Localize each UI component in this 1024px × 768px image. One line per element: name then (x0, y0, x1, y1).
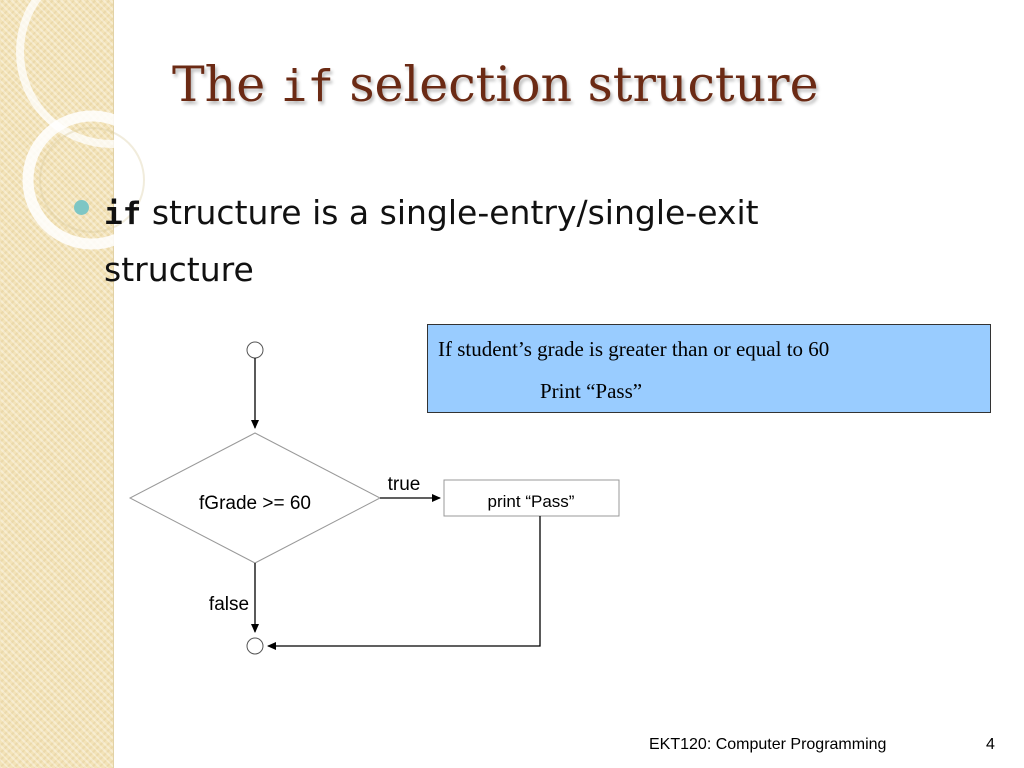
pseudocode-box: If student’s grade is greater than or eq… (427, 324, 991, 413)
strip-divider (113, 0, 114, 768)
title-part-2: selection structure (333, 56, 819, 113)
decorative-rings (16, 0, 208, 250)
bullet-code: if (104, 196, 142, 232)
ring-small (22, 110, 162, 250)
merge-arrow (267, 516, 541, 650)
title-part-1: The (172, 56, 281, 113)
bullet-dot (74, 200, 89, 215)
action-label: print “Pass” (488, 492, 575, 511)
ring-large (16, 0, 208, 148)
false-label: false (209, 594, 249, 615)
bullet-text: if structure is a single-entry/single-ex… (104, 185, 884, 298)
ring-small-inner (39, 127, 145, 233)
action-box (443, 479, 620, 517)
footer-course: EKT120: Computer Programming (649, 736, 887, 753)
end-node (246, 637, 264, 655)
bullet-body: structure is a single-entry/single-exit … (104, 193, 759, 289)
pseudocode-line-2: Print “Pass” (540, 379, 643, 403)
page-number: 4 (986, 736, 995, 753)
pseudocode-line-1: If student’s grade is greater than or eq… (438, 337, 830, 361)
title-code: if (280, 61, 334, 112)
decision-label: fGrade >= 60 (199, 493, 311, 514)
slide-title: The if selection structure (172, 60, 819, 109)
true-label: true (388, 474, 421, 495)
start-node (246, 341, 264, 359)
